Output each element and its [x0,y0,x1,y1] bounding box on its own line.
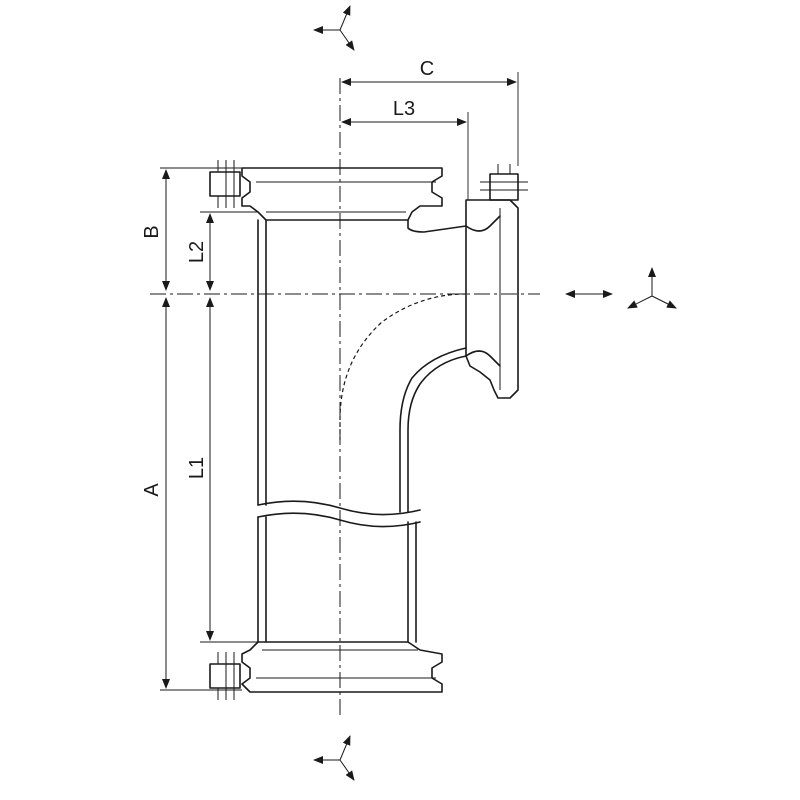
hidden-flow-curve [339,293,467,440]
dimension-c: C [341,58,517,86]
branch-flange [465,164,528,399]
main-pipe-body [209,160,467,700]
label-b: B [141,225,163,238]
dimension-a: A [141,297,170,689]
label-a: A [141,483,163,497]
dimension-l3: L3 [341,98,467,126]
label-l3: L3 [393,98,415,120]
dimension-b: B [141,169,170,291]
three-arrow-direction-icon [313,5,355,51]
three-arrow-direction-icon [627,267,677,309]
dimension-l1: L1 [186,297,214,641]
dimension-l2: L2 [186,213,214,291]
three-arrow-direction-icon [313,735,355,781]
label-c: C [420,58,434,80]
label-l2: L2 [186,241,208,263]
label-l1: L1 [186,457,208,479]
